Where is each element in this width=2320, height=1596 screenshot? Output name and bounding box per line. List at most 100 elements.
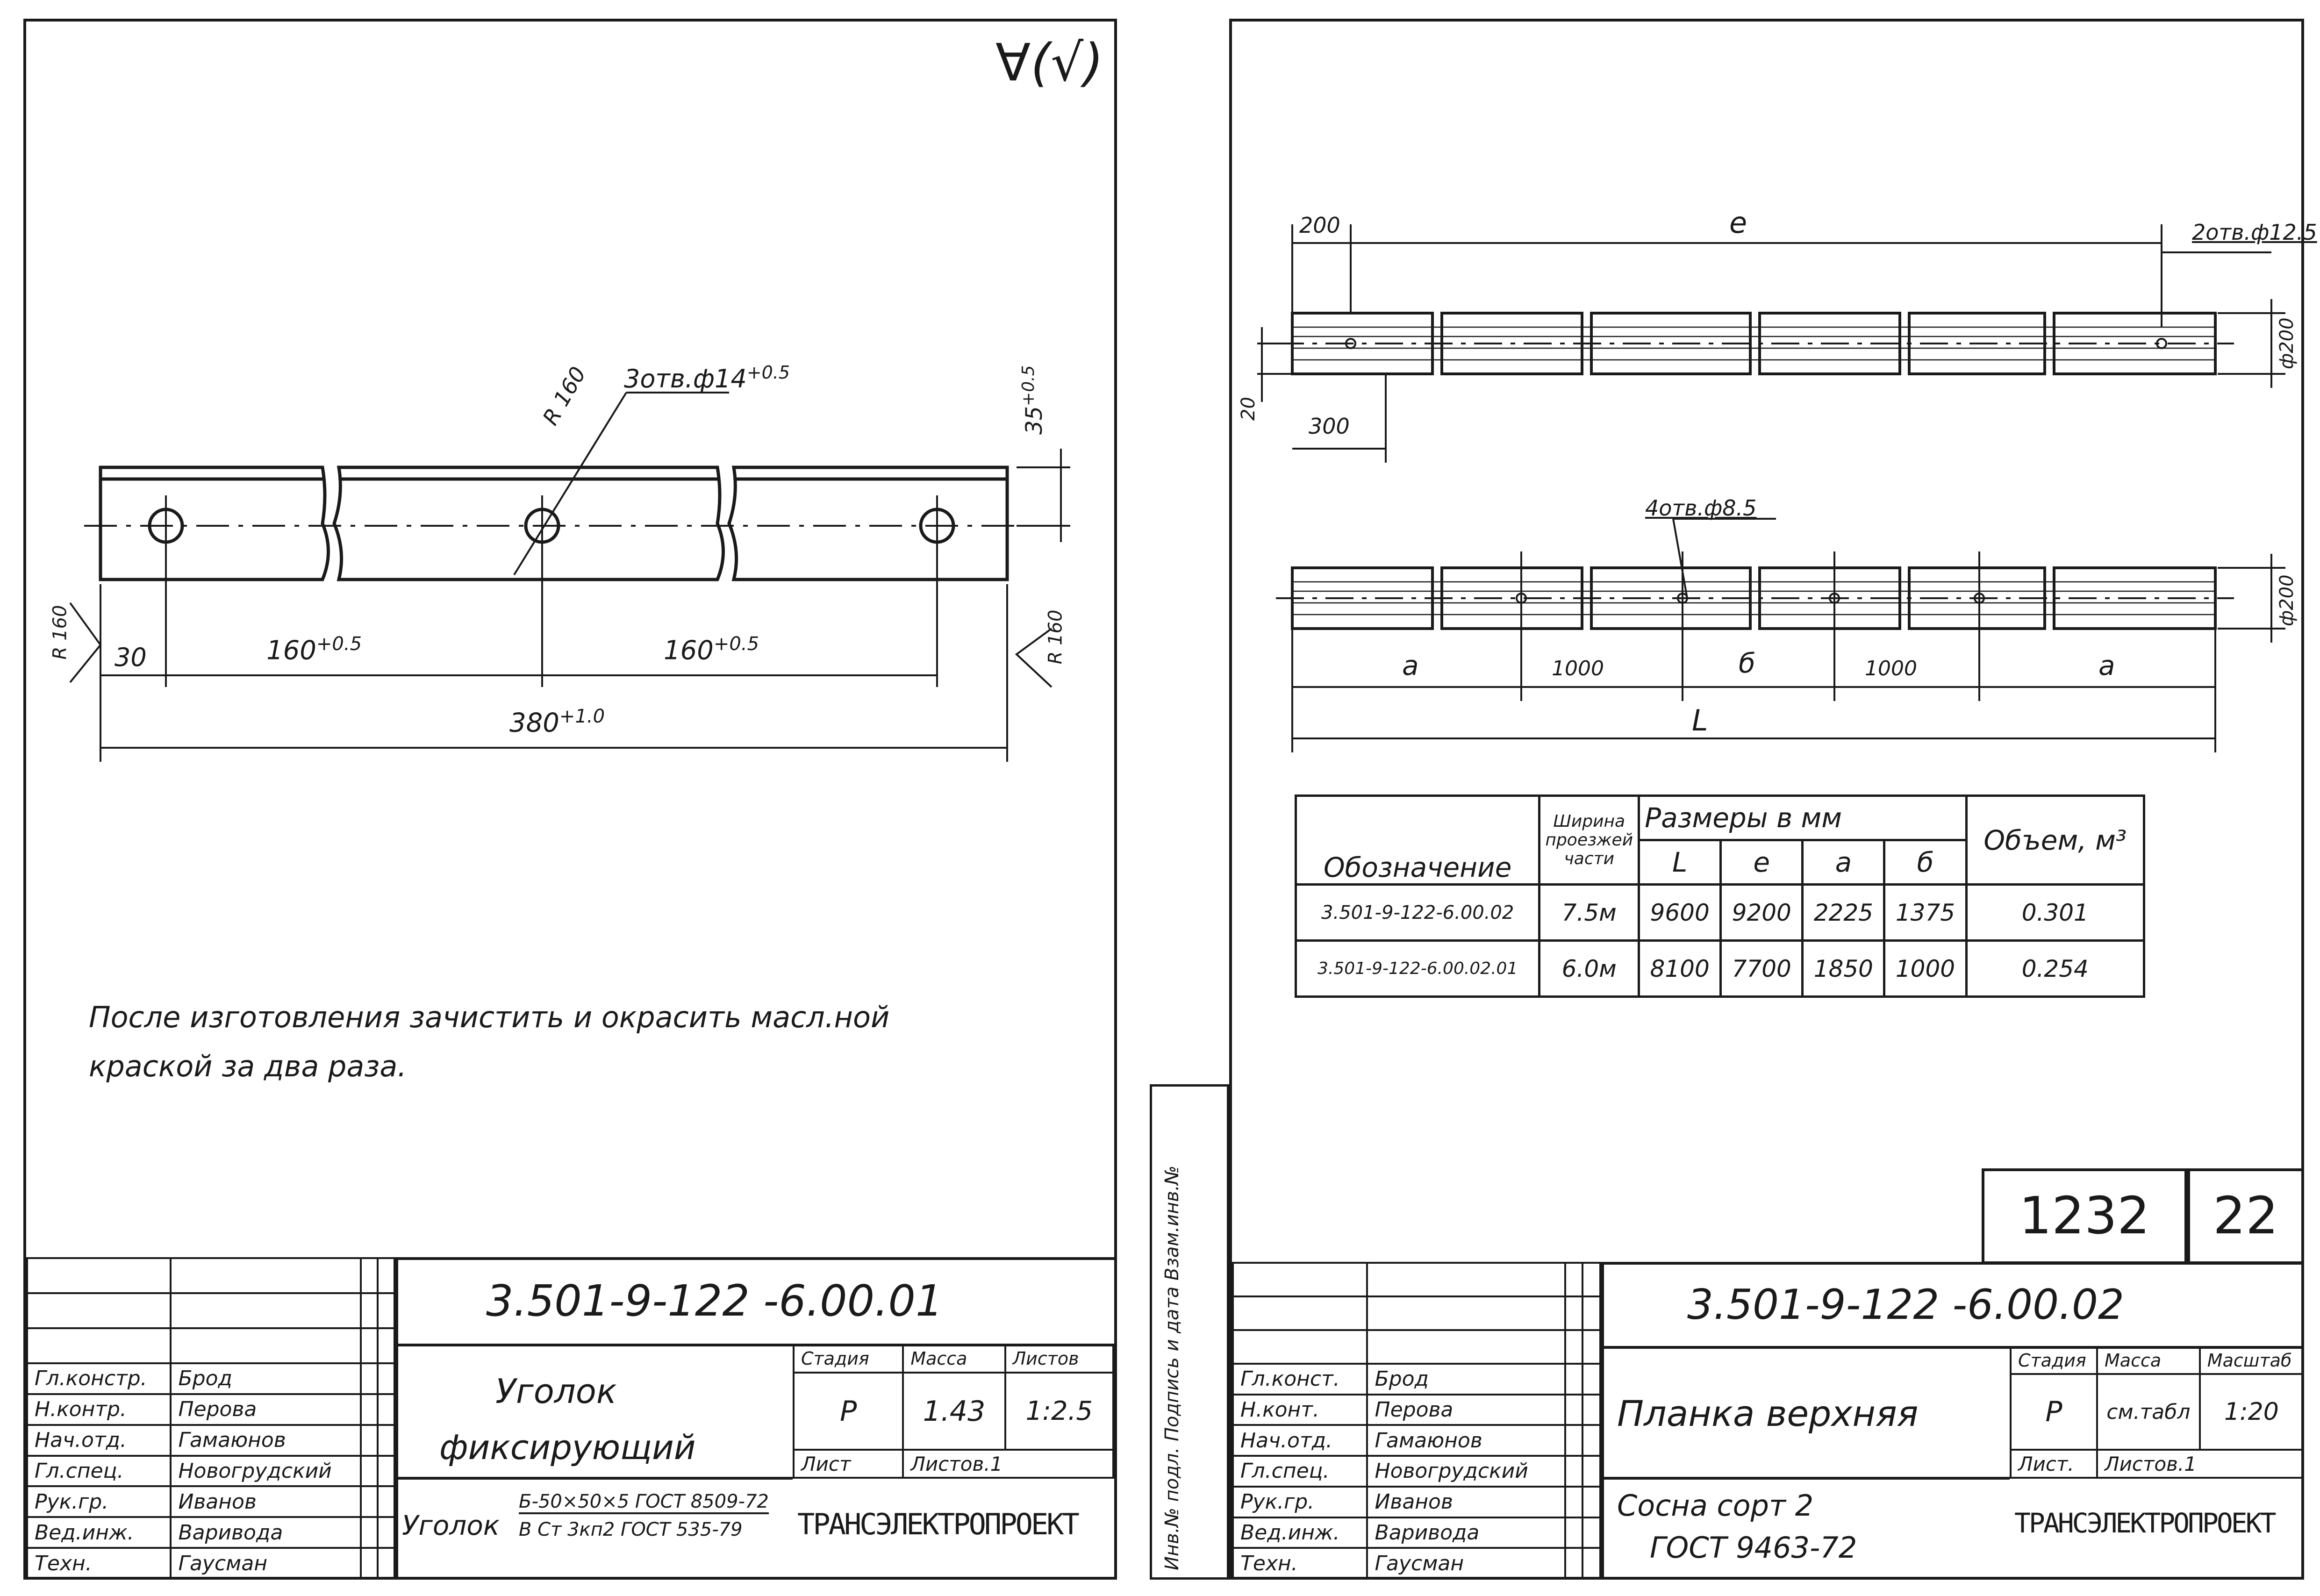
right-part-name: Планка верхняя: [1617, 1393, 1919, 1434]
cell-a: 1850: [1801, 939, 1886, 998]
left-stage-table: Стадия Масса Листов Р 1.43 1:2.5 Лист Ли…: [792, 1344, 1115, 1479]
col-volume: Объем, м³: [1965, 794, 2146, 886]
sig-name: Варивода: [170, 1516, 362, 1549]
sheet-number-box: 22: [2187, 1168, 2304, 1264]
bottom-height: ф200: [2276, 574, 2298, 626]
cell-e: 7700: [1719, 939, 1804, 998]
table-row: 3.501-9-122-6.00.02.01 6.0м 8100 7700 18…: [1294, 939, 2146, 998]
col-a: а: [1801, 839, 1886, 886]
right-material-divider: [1601, 1477, 2010, 1480]
stage-value: Р: [2010, 1373, 2098, 1451]
left-material-label: Уголок: [402, 1510, 500, 1541]
left-title-frame: [395, 1257, 1114, 1580]
cell-b: 1000: [1883, 939, 1968, 998]
sig-name: Новогрудский: [1366, 1455, 1566, 1488]
stage-header: Стадия: [2010, 1346, 2098, 1375]
total-dim: 380+1.0: [509, 706, 605, 738]
left-material-divider: [395, 1477, 793, 1480]
left-signature-table: Гл.констр.Брод Н.контр.Перова Нач.отд.Га…: [26, 1257, 396, 1580]
sig-role: Гл.констр.: [26, 1362, 172, 1395]
sig-name: Новогрудский: [170, 1454, 362, 1488]
sig-name: Иванов: [170, 1485, 362, 1518]
right-signature-table: Гл.конст.Брод Н.конт.Перова Нач.отд.Гама…: [1232, 1262, 1601, 1580]
roughness-mark: ∀(√): [995, 33, 1104, 93]
sheet-label: Лист: [792, 1449, 904, 1479]
sig-name: Гаусман: [1366, 1547, 1566, 1580]
pitch2-dim: 160+0.5: [664, 633, 759, 666]
note-line-1: После изготовления зачистить и окрасить …: [89, 1000, 890, 1034]
scale-value: 1:2.5: [1004, 1372, 1115, 1451]
col-designation: Обозначение: [1294, 794, 1541, 886]
sheets-label: Листов.1: [902, 1449, 1114, 1479]
bottom-step2: 1000: [1865, 657, 1917, 680]
sig-role: Гл.конст.: [1232, 1363, 1368, 1396]
left-material-top: Б-50×50×5 ГОСТ 8509-72: [519, 1491, 769, 1514]
right-material-1: Сосна сорт 2: [1617, 1489, 1814, 1523]
left-part-name-1: Уголок: [495, 1372, 617, 1411]
top-holes-note: 2отв.ф12.5: [2192, 220, 2317, 245]
right-title-divider: [1601, 1346, 2304, 1349]
sig-role: Н.конт.: [1232, 1393, 1368, 1426]
bottom-b: б: [1739, 647, 1755, 679]
sig-name: Гамаюнов: [170, 1424, 362, 1457]
scale-value: 1:20: [2198, 1373, 2305, 1451]
mass-header: Масса: [902, 1344, 1006, 1374]
sig-role: Нач.отд.: [1232, 1424, 1368, 1457]
sig-role: Гл.спец.: [26, 1454, 172, 1488]
sig-role: Вед.инж.: [1232, 1516, 1368, 1549]
bottom-total: L: [1692, 703, 1708, 737]
stage-header: Стадия: [792, 1344, 904, 1374]
note-line-2: краской за два раза.: [89, 1049, 407, 1083]
cell-designation: 3.501-9-122-6.00.02: [1294, 883, 1541, 942]
top-length: е: [1729, 206, 1747, 240]
cell-L: 9600: [1638, 883, 1722, 942]
left-material-bottom: В Ст 3кп2 ГОСТ 535-79: [519, 1519, 743, 1540]
sig-name: Иванов: [1366, 1485, 1566, 1518]
sig-name: Брод: [170, 1362, 362, 1395]
col-width: Ширина проезжей части: [1538, 794, 1640, 886]
top-height: ф200: [2276, 317, 2298, 369]
offset-dim: 30: [115, 643, 147, 672]
bottom-a-right: а: [2098, 650, 2115, 681]
mass-value: 1.43: [902, 1372, 1006, 1451]
scale-header: Листов: [1004, 1344, 1115, 1374]
sheet-label: Лист.: [2010, 1449, 2098, 1479]
mass-header: Масса: [2096, 1346, 2201, 1375]
right-title-frame: [1601, 1262, 2304, 1580]
bottom-holes-note: 4отв.ф8.5: [1645, 495, 1757, 521]
sig-role: Рук.гр.: [26, 1485, 172, 1518]
sig-role: Рук.гр.: [1232, 1485, 1368, 1518]
col-L: L: [1638, 839, 1722, 886]
dimensions-table: Обозначение Ширина проезжей части Размер…: [1294, 794, 2146, 998]
top-left-offset: 200: [1299, 213, 1340, 238]
right-stage-table: Стадия Масса Масштаб Р см.табл 1:20 Лист…: [2010, 1346, 2305, 1479]
sig-name: Брод: [1366, 1363, 1566, 1396]
top-edge: 20: [1238, 397, 1259, 421]
bottom-a-left: а: [1402, 650, 1419, 681]
group-dims: Размеры в мм: [1638, 794, 1968, 841]
left-doc-code: 3.501-9-122 -6.00.01: [486, 1276, 943, 1326]
left-title-divider: [395, 1344, 1114, 1346]
cell-volume: 0.301: [1965, 883, 2146, 942]
scale-header: Масштаб: [2198, 1346, 2305, 1375]
cell-volume: 0.254: [1965, 939, 2146, 998]
sig-name: Гамаюнов: [1366, 1424, 1566, 1457]
sig-role: Гл.спец.: [1232, 1455, 1368, 1488]
sig-role: Нач.отд.: [26, 1424, 172, 1457]
cell-width: 6.0м: [1538, 939, 1640, 998]
cell-a: 2225: [1801, 883, 1886, 942]
hole-note: 3отв.ф14+0.5: [624, 362, 790, 394]
sig-role: Вед.инж.: [26, 1516, 172, 1549]
sig-name: Варивода: [1366, 1516, 1566, 1549]
stage-value: Р: [792, 1372, 904, 1451]
side-stamp-frame: [1150, 1084, 1229, 1580]
mass-value: см.табл: [2096, 1373, 2201, 1451]
right-material-2: ГОСТ 9463-72: [1650, 1531, 1857, 1565]
cell-b: 1375: [1883, 883, 1968, 942]
table-row: 3.501-9-122-6.00.02 7.5м 9600 9200 2225 …: [1294, 883, 2146, 942]
sig-role: Техн.: [1232, 1547, 1368, 1580]
bottom-step1: 1000: [1552, 657, 1604, 680]
sig-role: Техн.: [26, 1547, 172, 1580]
